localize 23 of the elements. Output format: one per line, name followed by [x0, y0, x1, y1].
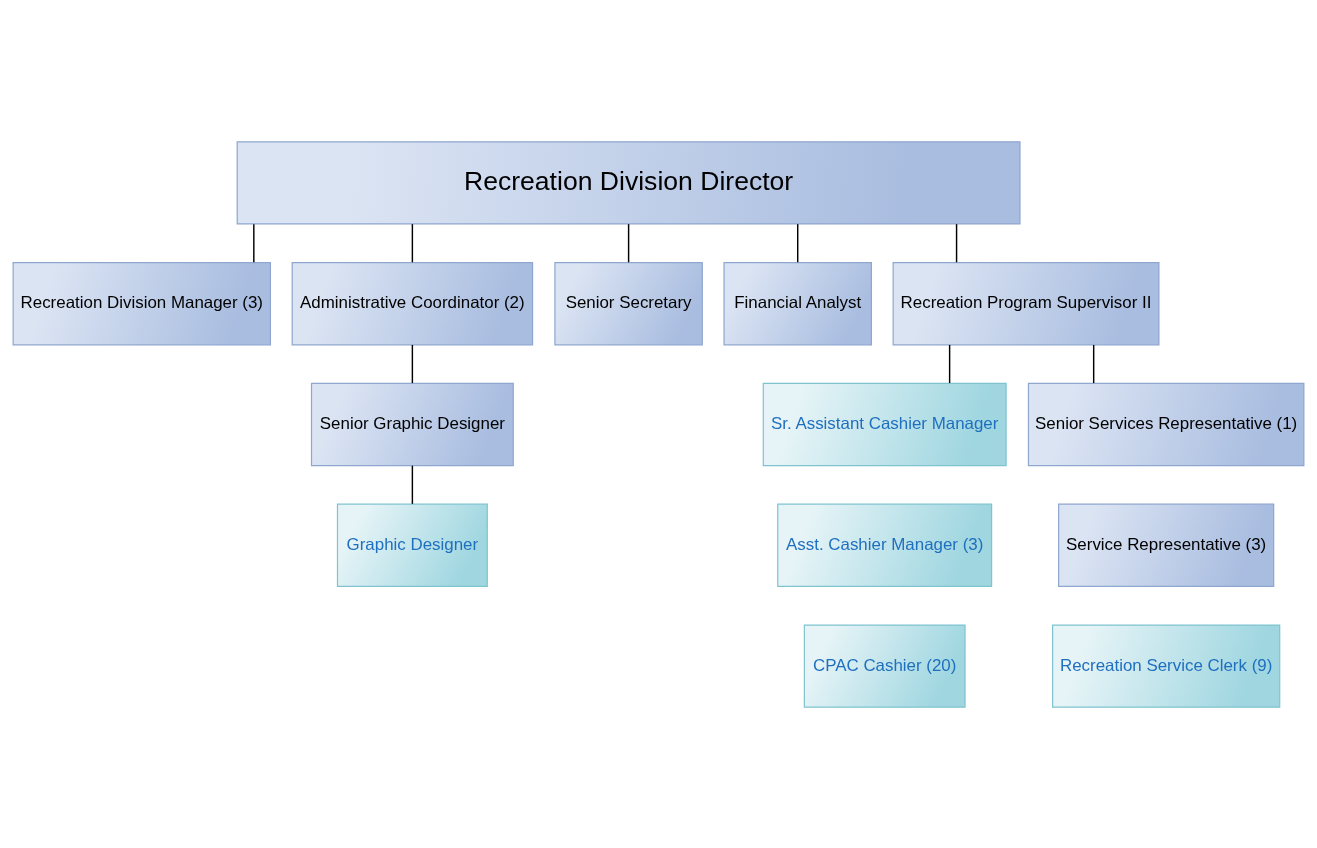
- connector: [411, 222, 414, 263]
- connector: [411, 464, 414, 505]
- connector: [1092, 343, 1095, 384]
- node-box: CPAC Cashier (20): [803, 623, 966, 708]
- node-box: Graphic Designer: [336, 503, 488, 587]
- node-box: Sr. Assistant Cashier Manager: [762, 382, 1007, 466]
- node-box: Recreation Program Supervisor II: [892, 261, 1160, 345]
- node-box: Recreation Division Manager (3): [12, 261, 272, 345]
- connector: [253, 222, 255, 263]
- node-box: Service Representative (3): [1058, 503, 1275, 587]
- connector: [797, 222, 799, 263]
- node-box: Asst. Cashier Manager (3): [777, 503, 993, 587]
- connector: [411, 343, 414, 384]
- connector: [948, 343, 951, 384]
- node-box: Senior Services Representative (1): [1027, 382, 1305, 466]
- connector: [627, 222, 630, 263]
- node-box: Senior Graphic Designer: [310, 382, 514, 466]
- node-box: Administrative Coordinator (2): [291, 261, 534, 345]
- node-box: Recreation Service Clerk (9): [1052, 623, 1281, 708]
- connector: [955, 222, 958, 263]
- node-box: Recreation Division Director: [236, 140, 1021, 225]
- node-box: Senior Secretary: [554, 261, 703, 345]
- node-box: Financial Analyst: [723, 261, 872, 345]
